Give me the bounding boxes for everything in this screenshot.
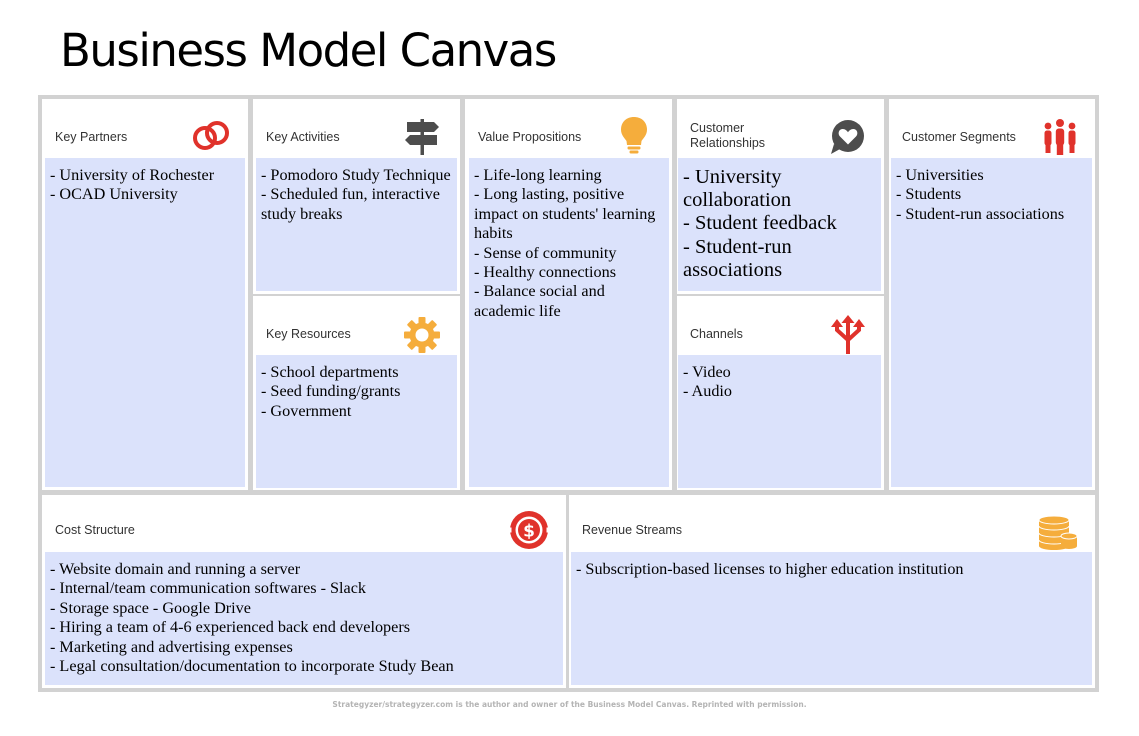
key-resources-label: Key Resources xyxy=(266,327,351,341)
key-partners-content: - University of Rochester - OCAD Univers… xyxy=(45,158,245,487)
list-item: - University of Rochester xyxy=(50,166,215,184)
list-item: - Seed funding/grants xyxy=(261,382,401,401)
list-item: - OCAD University xyxy=(50,185,178,204)
list-item: - Hiring a team of 4-6 experienced back … xyxy=(50,618,411,637)
customer-segments-content: - Universities - Students - Student-run … xyxy=(891,158,1092,487)
people-icon xyxy=(1039,116,1081,158)
list-item: - Internal/team communication softwares … xyxy=(50,579,366,598)
revenue-streams-label: Revenue Streams xyxy=(582,523,683,537)
canvas-board: Key Partners - University of Rochester -… xyxy=(38,95,1099,692)
customer-relationships-block: Customer Relationships - University coll… xyxy=(677,99,884,294)
list-item: - Pomodoro Study Technique xyxy=(261,166,451,184)
key-activities-label: Key Activities xyxy=(266,130,340,144)
channels-label: Channels xyxy=(690,327,743,341)
value-propositions-label: Value Propositions xyxy=(478,130,582,144)
list-item: - Healthy connections xyxy=(474,263,617,282)
value-propositions-content: - Life-long learning - Long lasting, pos… xyxy=(469,158,669,487)
footer-credit: Strategyzer/strategyzer.com is the autho… xyxy=(332,700,807,709)
cost-structure-block: Cost Structure $ - Website domain and ru… xyxy=(42,495,566,688)
list-item: - Balance social and academic life xyxy=(474,282,605,320)
list-item: - Sense of community xyxy=(474,243,617,262)
coin-stack-icon xyxy=(1036,512,1078,554)
signpost-icon xyxy=(401,115,443,157)
cost-structure-content: - Website domain and running a server - … xyxy=(45,552,563,685)
list-item: - Website domain and running a server xyxy=(50,560,301,578)
list-item: - Marketing and advertising expenses xyxy=(50,637,293,656)
lightbulb-icon xyxy=(613,113,655,155)
channels-content: - Video - Audio xyxy=(678,355,881,488)
list-item: - Government xyxy=(261,401,352,420)
list-item: - Legal consultation/documentation to in… xyxy=(50,657,454,676)
list-item: - Student-run associations xyxy=(683,235,792,281)
key-resources-content: - School departments - Seed funding/gran… xyxy=(256,355,457,488)
list-item: - Storage space - Google Drive xyxy=(50,598,251,617)
customer-relationships-label-line2: Relationships xyxy=(690,136,766,150)
customer-relationships-label: Customer Relationships xyxy=(690,121,765,151)
cost-structure-label: Cost Structure xyxy=(55,523,135,537)
list-item: - Subscription-based licenses to higher … xyxy=(576,560,964,578)
list-item: - Long lasting, positive impact on stude… xyxy=(474,185,656,243)
key-activities-content: - Pomodoro Study Technique - Scheduled f… xyxy=(256,158,457,291)
list-item: - Scheduled fun, interactive study break… xyxy=(261,185,440,223)
list-item: - School departments xyxy=(261,363,399,381)
key-activities-block: Key Activities - Pomodoro Study Techniqu… xyxy=(253,99,460,294)
list-item: - Student feedback xyxy=(683,212,837,235)
customer-segments-label: Customer Segments xyxy=(902,130,1016,144)
customer-relationships-label-line1: Customer xyxy=(690,121,745,135)
dollar-badge-icon: $ xyxy=(508,509,550,551)
split-arrows-icon xyxy=(827,314,869,356)
list-item: - University collaboration xyxy=(683,166,792,212)
key-partners-block: Key Partners - University of Rochester -… xyxy=(42,99,248,490)
linked-rings-icon xyxy=(190,116,232,158)
page-title: Business Model Canvas xyxy=(60,24,557,77)
list-item: - Student-run associations xyxy=(896,204,1065,223)
list-item: - Audio xyxy=(683,382,733,401)
customer-relationships-content: - University collaboration - Student fee… xyxy=(678,158,881,291)
list-item: - Video xyxy=(683,363,731,381)
key-resources-block: Key Resources - School depar xyxy=(253,296,460,490)
revenue-streams-block: Revenue Streams xyxy=(569,495,1095,688)
channels-block: Channels - Video - Audio xyxy=(677,296,884,490)
list-item: - Universities xyxy=(896,166,984,184)
list-item: - Life-long learning xyxy=(474,166,602,184)
list-item: - Students xyxy=(896,185,962,204)
heart-chat-icon xyxy=(827,116,869,158)
customer-segments-block: Customer Segments - Universities xyxy=(889,99,1095,490)
gear-icon xyxy=(401,314,443,356)
key-partners-label: Key Partners xyxy=(55,130,128,144)
value-propositions-block: Value Propositions - Life-long learning … xyxy=(465,99,672,490)
revenue-streams-content: - Subscription-based licenses to higher … xyxy=(571,552,1092,685)
svg-text:$: $ xyxy=(523,522,535,542)
